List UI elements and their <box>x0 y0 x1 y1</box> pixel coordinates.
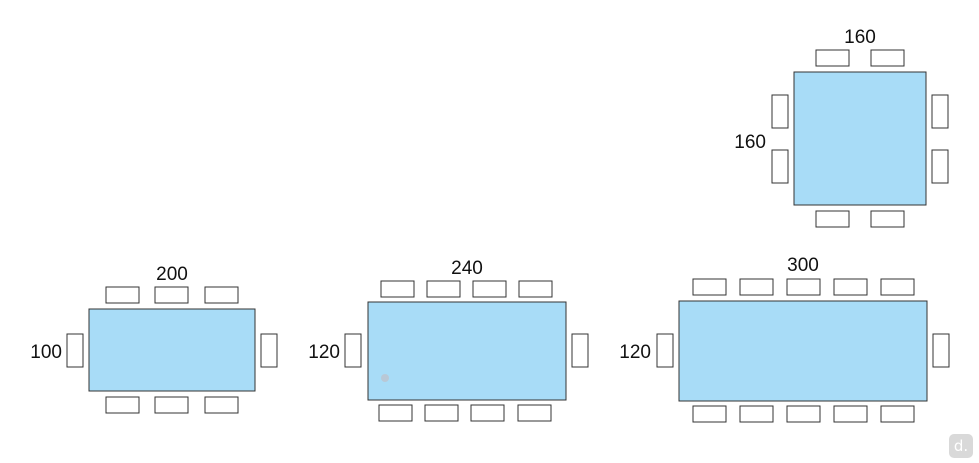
chair <box>426 280 461 298</box>
table-rect <box>678 300 928 402</box>
chair <box>378 404 413 422</box>
chair <box>204 286 239 304</box>
chair <box>105 286 140 304</box>
chair <box>815 210 850 228</box>
table-width-label: 200 <box>156 264 188 285</box>
table-square <box>793 71 927 206</box>
chair <box>739 405 774 423</box>
chair <box>656 333 674 368</box>
chair <box>518 280 553 298</box>
chair <box>931 94 949 129</box>
table-width-label: 240 <box>451 258 483 279</box>
table-width-label: 300 <box>787 255 819 276</box>
chair <box>424 404 459 422</box>
brand-logo: d. <box>949 434 973 458</box>
chair <box>880 405 915 423</box>
table-group-square-160: 160 160 <box>734 27 949 228</box>
chair <box>833 405 868 423</box>
chair <box>833 278 868 296</box>
table-group-rect-300: 300 120 <box>619 255 950 423</box>
chair <box>692 405 727 423</box>
chair <box>786 278 821 296</box>
chair <box>472 280 507 298</box>
table-depth-label: 160 <box>734 132 766 153</box>
cursor-marker <box>381 374 389 382</box>
chair <box>66 333 84 368</box>
table-rect <box>88 308 256 392</box>
chair <box>571 333 589 368</box>
chair <box>154 396 189 414</box>
chair <box>880 278 915 296</box>
table-depth-label: 120 <box>619 342 651 363</box>
chair <box>870 210 905 228</box>
chair <box>932 333 950 368</box>
chair <box>692 278 727 296</box>
chair <box>815 49 850 67</box>
table-rect <box>367 301 567 401</box>
chair <box>260 333 278 368</box>
chair <box>517 404 552 422</box>
chair <box>204 396 239 414</box>
chair <box>470 404 505 422</box>
chair <box>154 286 189 304</box>
chair <box>786 405 821 423</box>
chair <box>771 94 789 129</box>
chair <box>380 280 415 298</box>
table-group-rect-200: 200 100 <box>30 264 278 414</box>
table-depth-label: 120 <box>308 342 340 363</box>
table-group-rect-240: 240 120 <box>308 258 589 422</box>
table-depth-label: 100 <box>30 342 62 363</box>
table-width-label: 160 <box>844 27 876 48</box>
chair <box>931 149 949 184</box>
chair <box>344 333 362 368</box>
chair <box>739 278 774 296</box>
chair <box>771 149 789 184</box>
chair <box>870 49 905 67</box>
chair <box>105 396 140 414</box>
